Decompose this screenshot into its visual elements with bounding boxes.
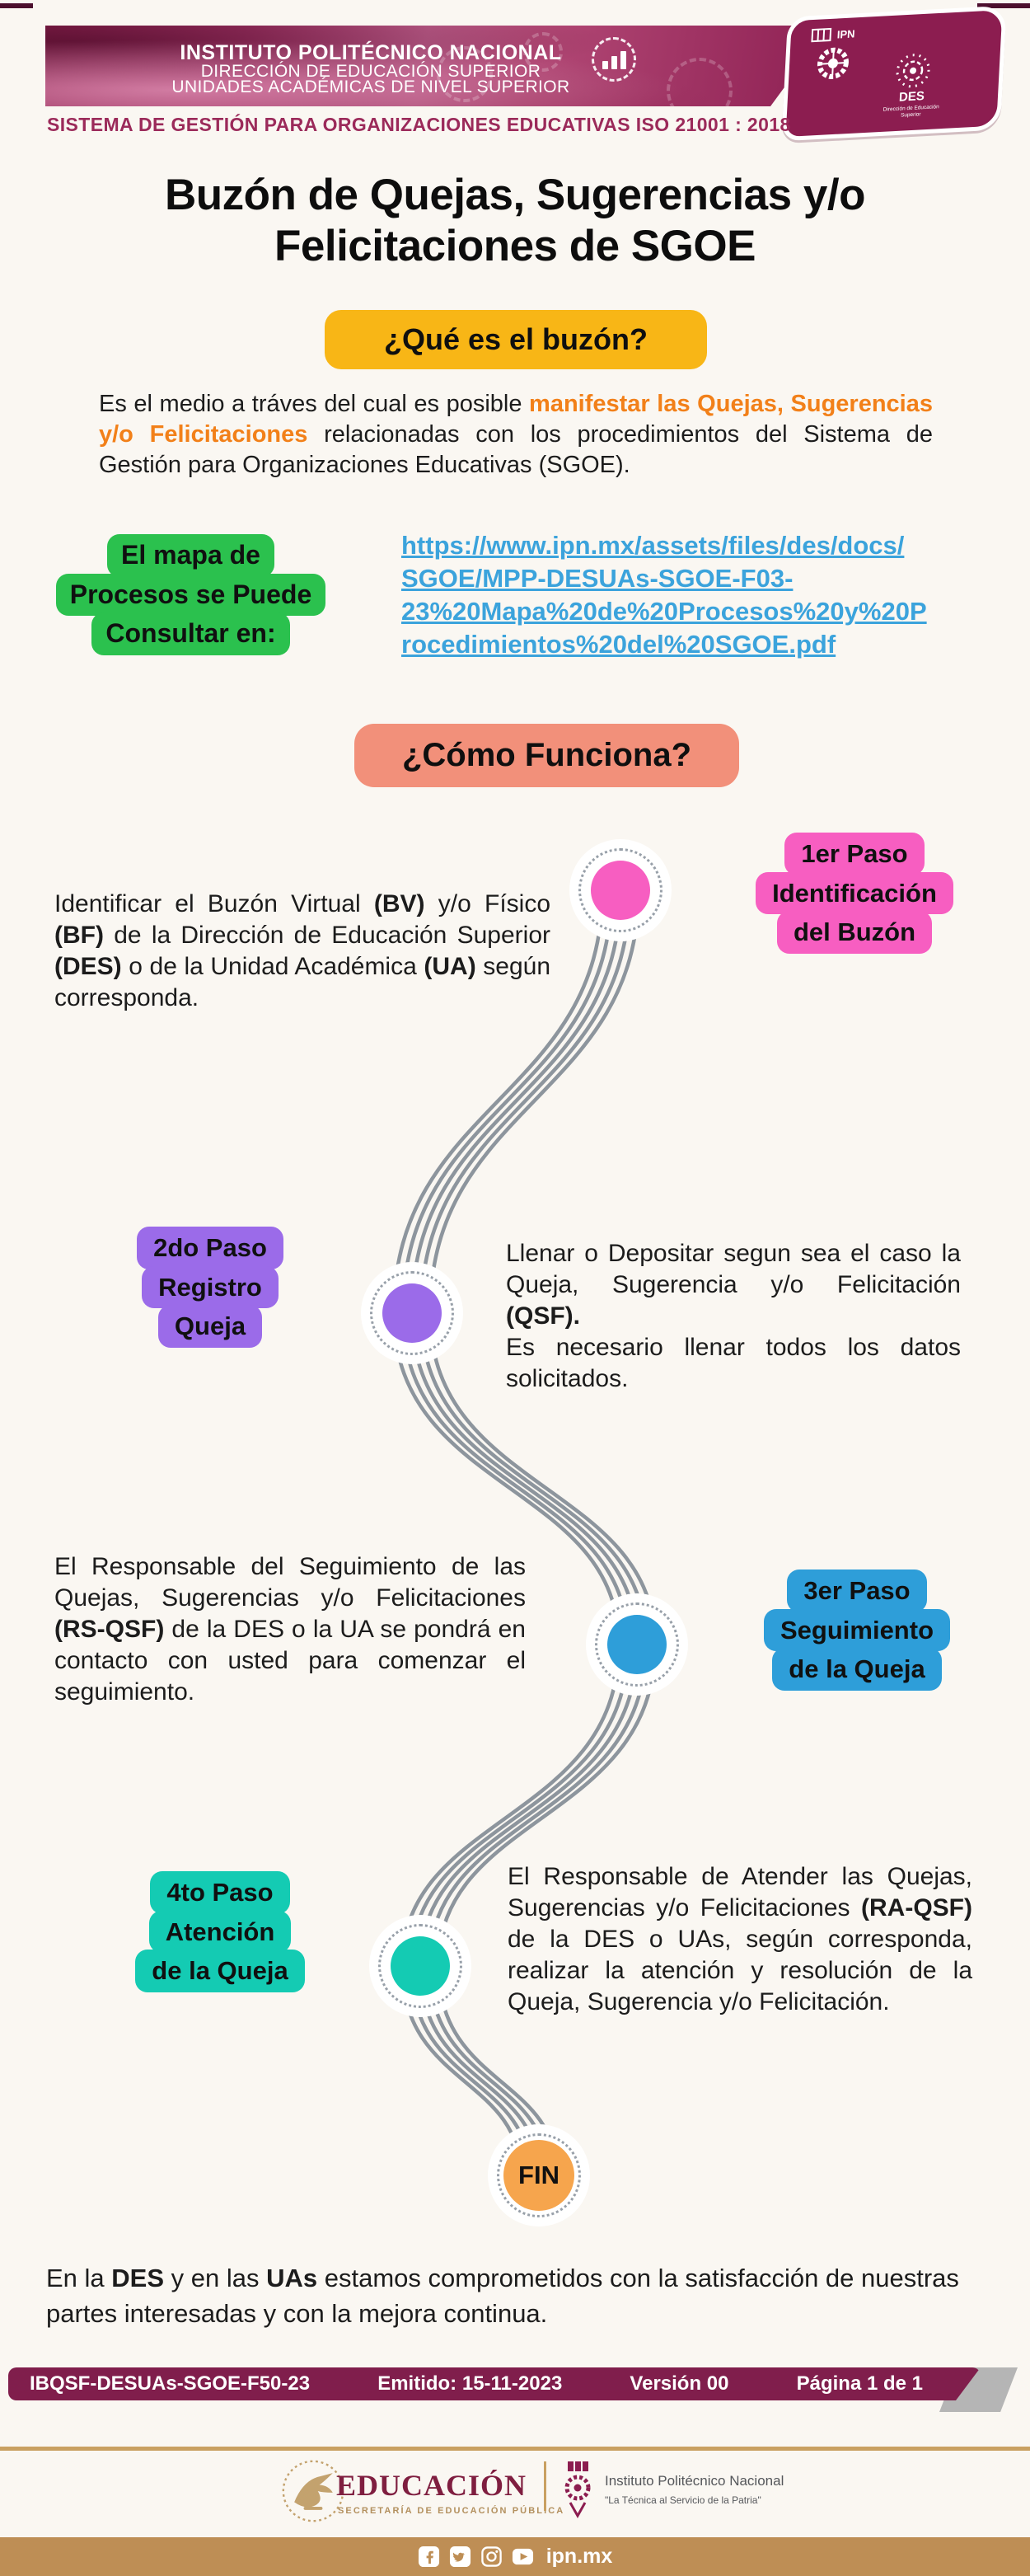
document-version: Versión 00 xyxy=(630,2372,729,2395)
top-left-edge-mark xyxy=(0,3,33,8)
step2-badge-line: Registro xyxy=(142,1265,279,1309)
fin-label: FIN xyxy=(503,2140,574,2211)
step3-node xyxy=(586,1593,688,1696)
institution-name: INSTITUTO POLITÉCNICO NACIONAL xyxy=(180,41,562,64)
social-footer-bar: ipn.mx xyxy=(0,2537,1030,2576)
step4-badge-line: de la Queja xyxy=(135,1950,305,1992)
process-map-link[interactable]: https://www.ipn.mx/assets/files/des/docs… xyxy=(401,529,978,661)
step2-node xyxy=(361,1262,463,1364)
gear-decoration-icon xyxy=(437,46,493,102)
map-consult-box: El mapa de Procesos se Puede Consultar e… xyxy=(36,534,345,655)
link-line[interactable]: 23%20Mapa%20de%20Procesos%20y%20P xyxy=(401,597,927,626)
sep-caption: SECRETARÍA DE EDUCACIÓN PÚBLICA xyxy=(338,2506,565,2516)
step4-badge: 4to Paso Atención de la Queja xyxy=(109,1871,331,1992)
step4-node xyxy=(369,1915,471,2017)
step3-badge-line: de la Queja xyxy=(772,1648,942,1691)
step3-text: El Responsable del Seguimiento de las Qu… xyxy=(54,1553,526,1706)
header-banner: INSTITUTO POLITÉCNICO NACIONAL DIRECCIÓN… xyxy=(45,26,830,106)
step3-badge: 3er Paso Seguimiento de la Queja xyxy=(742,1570,972,1691)
iso-system-line: SISTEMA DE GESTIÓN PARA ORGANIZACIONES E… xyxy=(47,114,791,135)
sep-eagle-crest-icon xyxy=(282,2460,344,2522)
twitter-icon[interactable] xyxy=(449,2546,471,2568)
document-issued-date: Emitido: 15-11-2023 xyxy=(377,2372,563,2395)
step2-badge: 2do Paso Registro Queja xyxy=(103,1227,317,1348)
gold-divider xyxy=(0,2447,1030,2451)
step1-badge: 1er Paso Identificación del Buzón xyxy=(739,833,970,954)
header-text-block: INSTITUTO POLITÉCNICO NACIONAL DIRECCIÓN… xyxy=(45,42,696,95)
instagram-icon[interactable] xyxy=(480,2546,503,2568)
top-right-edge-mark xyxy=(977,3,1030,8)
intro-paragraph: Es el medio a tráves del cual es posible… xyxy=(99,391,933,478)
ipn-motto: "La Técnica al Servicio de la Patria" xyxy=(605,2494,761,2506)
document-code: IBQSF-DESUAs-SGOE-F50-23 xyxy=(30,2372,311,2395)
step1-node xyxy=(569,839,672,941)
fin-node: FIN xyxy=(488,2124,590,2226)
des-logo-icon: DES Dirección de Educación Superior xyxy=(883,54,939,119)
direction-name: DIRECCIÓN DE EDUCACIÓN SUPERIOR xyxy=(200,62,541,81)
educacion-wordmark: EDUCACIÓN xyxy=(336,2469,527,2502)
step4-badge-line: 4to Paso xyxy=(150,1871,290,1914)
document-footer-bar: IBQSF-DESUAs-SGOE-F50-23 Emitido: 15-11-… xyxy=(8,2367,981,2400)
bar-chart-icon xyxy=(592,37,636,82)
header-ribbon: IPN DES Dirección de Educación Superior xyxy=(781,5,1007,142)
ipn-institution-name: Instituto Politécnico Nacional xyxy=(605,2473,784,2489)
ipn-logo-icon: IPN xyxy=(811,27,855,79)
how-works-badge: ¿Cómo Funciona? xyxy=(354,724,739,787)
ipn-footer-logo-icon xyxy=(564,2461,591,2519)
svg-text:Superior: Superior xyxy=(901,111,922,118)
step1-badge-line: del Buzón xyxy=(776,911,933,954)
ipn-site-label[interactable]: ipn.mx xyxy=(545,2545,613,2568)
link-line[interactable]: SGOE/MPP-DESUAs-SGOE-F03- xyxy=(401,564,794,593)
what-is-badge: ¿Qué es el buzón? xyxy=(325,310,707,369)
step2-text: Llenar o Depositar segun sea el caso la … xyxy=(506,1240,961,1392)
youtube-icon[interactable] xyxy=(512,2546,534,2568)
link-line[interactable]: rocedimientos%20del%20SGOE.pdf xyxy=(401,630,836,659)
map-box-line: Consultar en: xyxy=(91,612,290,655)
step4-badge-line: Atención xyxy=(148,1910,292,1954)
step1-badge-line: 1er Paso xyxy=(784,833,925,875)
flow-connector-lines xyxy=(391,889,658,2176)
link-line[interactable]: https://www.ipn.mx/assets/files/des/docs… xyxy=(401,531,905,560)
page-title: Buzón de Quejas, Sugerencias y/o Felicit… xyxy=(165,171,865,270)
step2-badge-line: 2do Paso xyxy=(137,1227,283,1269)
step1-badge-line: Identificación xyxy=(756,871,953,915)
svg-text:IPN: IPN xyxy=(837,27,855,40)
svg-text:DES: DES xyxy=(899,89,925,105)
step1-text: Identificar el Buzón Virtual (BV) y/o Fí… xyxy=(54,890,551,1011)
document-page-number: Página 1 de 1 xyxy=(796,2372,923,2395)
step4-text: El Responsable de Atender las Quejas, Su… xyxy=(508,1863,972,2015)
step3-badge-line: Seguimiento xyxy=(763,1608,950,1652)
svg-text:Dirección de Educación: Dirección de Educación xyxy=(883,104,939,113)
step2-badge-line: Queja xyxy=(157,1305,263,1348)
closing-paragraph: En la DES y en las UAs estamos compromet… xyxy=(46,2264,959,2328)
gear-decoration-icon xyxy=(523,32,563,72)
map-box-line: Procesos se Puede xyxy=(55,573,326,617)
units-name: UNIDADES ACADÉMICAS DE NIVEL SUPERIOR xyxy=(171,77,570,96)
step3-badge-line: 3er Paso xyxy=(787,1570,927,1612)
map-box-line: El mapa de xyxy=(107,534,274,577)
footer-divider xyxy=(544,2461,546,2511)
facebook-icon[interactable] xyxy=(418,2546,440,2568)
